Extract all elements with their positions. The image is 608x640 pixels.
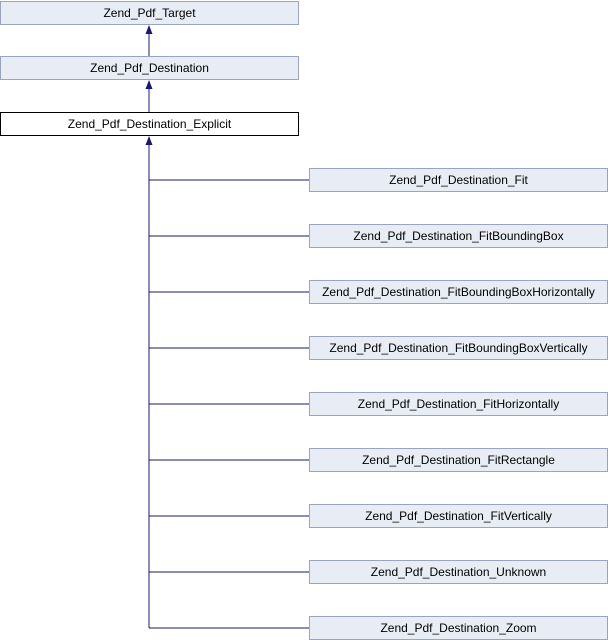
class-node-destination-fitboundingbox[interactable]: Zend_Pdf_Destination_FitBoundingBox [309, 224, 608, 248]
class-node-destination-fitboundingboxvertically[interactable]: Zend_Pdf_Destination_FitBoundingBoxVerti… [309, 336, 608, 360]
arrowhead-target [145, 25, 153, 34]
class-node-destination-unknown[interactable]: Zend_Pdf_Destination_Unknown [309, 560, 608, 584]
class-node-destination-fithorizontally[interactable]: Zend_Pdf_Destination_FitHorizontally [309, 392, 608, 416]
arrowhead-destination [145, 80, 153, 89]
class-node-destination-fitrectangle[interactable]: Zend_Pdf_Destination_FitRectangle [309, 448, 608, 472]
class-node-destination-fitboundingboxhorizontally[interactable]: Zend_Pdf_Destination_FitBoundingBoxHoriz… [309, 280, 608, 304]
class-node-zend-pdf-target[interactable]: Zend_Pdf_Target [0, 1, 299, 25]
class-node-zend-pdf-destination[interactable]: Zend_Pdf_Destination [0, 56, 299, 80]
class-node-zend-pdf-destination-explicit: Zend_Pdf_Destination_Explicit [0, 112, 299, 136]
class-node-destination-fitvertically[interactable]: Zend_Pdf_Destination_FitVertically [309, 504, 608, 528]
arrowhead-explicit [145, 136, 153, 145]
class-node-destination-zoom[interactable]: Zend_Pdf_Destination_Zoom [309, 616, 608, 640]
class-node-destination-fit[interactable]: Zend_Pdf_Destination_Fit [309, 168, 608, 192]
